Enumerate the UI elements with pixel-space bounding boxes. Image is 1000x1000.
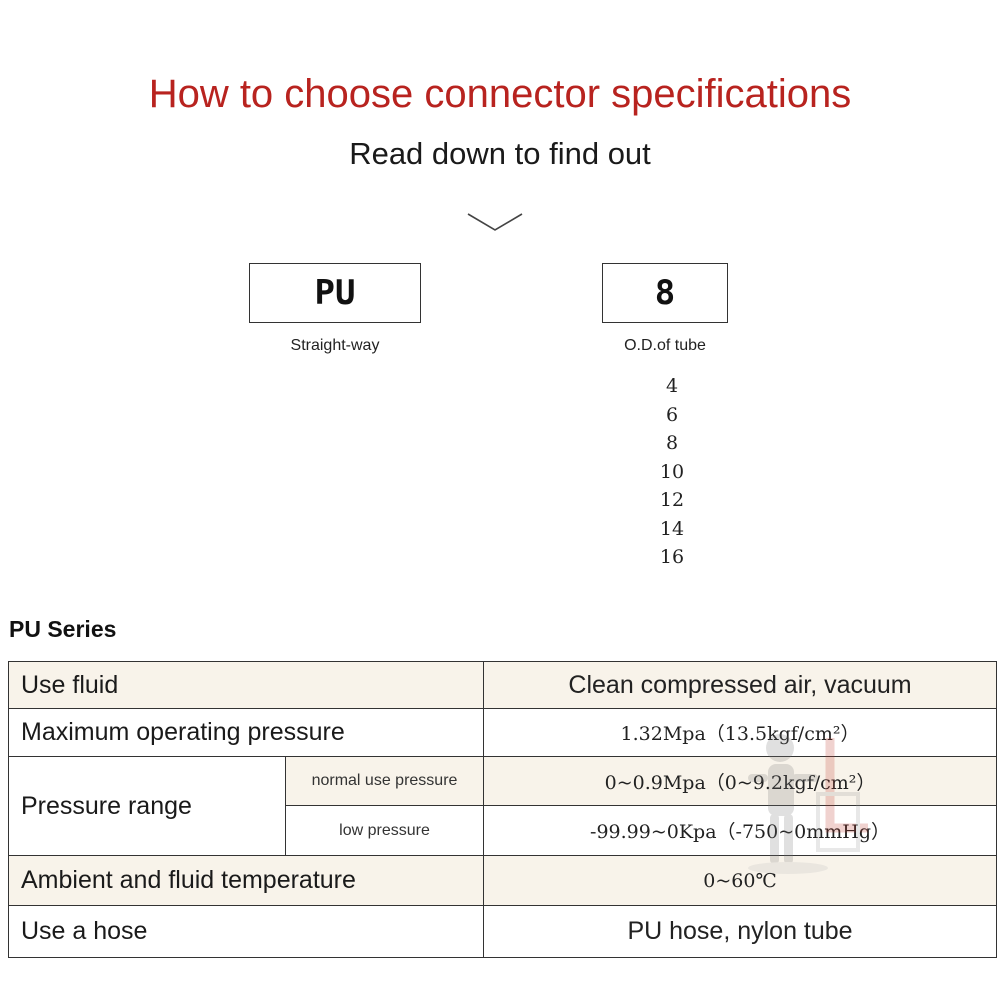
model-code-box: PU (249, 263, 421, 323)
tube-od-option: 8 (665, 432, 679, 454)
tube-od-option: 6 (665, 403, 679, 426)
chevron-down-icon (467, 213, 523, 231)
fluid-value: Clean compressed air, vacuum (483, 661, 998, 709)
series-title: PU Series (9, 616, 117, 642)
low-pressure-value: -99.99~0Kpa（-750~0mmHg） (483, 805, 998, 856)
temperature-value: 0~60℃ (483, 855, 998, 906)
pressure-range-label: Pressure range (8, 756, 286, 856)
hose-label: Use a hose (7, 905, 485, 958)
normal-pressure-value: 0~0.9Mpa（0~9.2kgf/cm²） (483, 756, 998, 806)
table-row: Use a hose PU hose, nylon tube (7, 905, 998, 958)
table-row: Ambient and fluid temperature 0~60℃ (7, 855, 998, 906)
fluid-label: Use fluid (7, 661, 485, 709)
spec-table: Use fluid Clean compressed air, vacuum M… (7, 661, 998, 958)
table-row: Use fluid Clean compressed air, vacuum (7, 661, 998, 709)
low-pressure-label: low pressure (284, 805, 485, 856)
tube-od-option: 14 (659, 517, 685, 540)
model-code-label: Straight-way (290, 337, 380, 354)
watermark-logo-icon (748, 734, 868, 874)
normal-pressure-label: normal use pressure (284, 756, 485, 806)
hose-value: PU hose, nylon tube (483, 905, 998, 958)
tube-od-options: 4 6 8 10 12 14 16 (602, 372, 742, 572)
page-title: How to choose connector specifications (148, 72, 852, 116)
tube-od-option: 16 (659, 546, 685, 568)
tube-od-option: 12 (659, 489, 685, 511)
tube-od-option: 4 (665, 375, 679, 397)
tube-od-box: 8 (602, 263, 728, 323)
table-row: low pressure -99.99~0Kpa（-750~0mmHg） (9, 805, 998, 856)
max-pressure-label: Maximum operating pressure (7, 708, 485, 757)
table-row: Pressure range normal use pressure 0~0.9… (8, 756, 998, 856)
page-subtitle: Read down to find out (349, 136, 651, 171)
tube-od-label: O.D.of tube (624, 337, 706, 354)
table-row: Maximum operating pressure 1.32Mpa（13.5k… (7, 708, 998, 757)
max-pressure-value: 1.32Mpa（13.5kgf/cm²） (483, 708, 998, 757)
tube-od-option: 10 (659, 460, 685, 483)
temperature-label: Ambient and fluid temperature (7, 855, 485, 906)
